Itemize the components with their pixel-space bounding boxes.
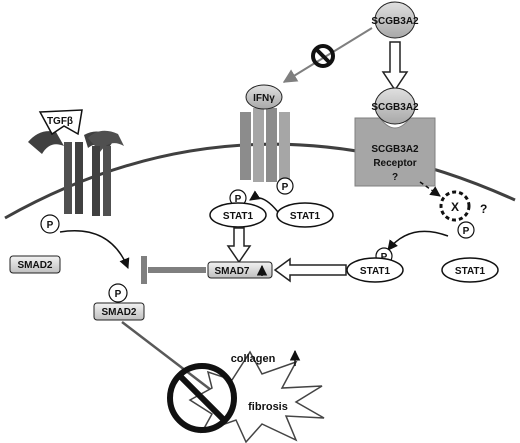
hollow-arrow-ligand-binding: [381, 41, 409, 92]
phospho-label: P: [47, 220, 54, 231]
hollow-arrow-to-smad7: [226, 227, 252, 264]
fibrosis-label: fibrosis: [248, 401, 288, 413]
phospho-label: P: [115, 289, 122, 300]
receptor-label-line1: SCGB3A2: [371, 144, 419, 155]
arrow-scgb3a2-to-ifn: [282, 27, 373, 83]
smad7-label: SMAD7: [214, 266, 249, 277]
unknown-x-label: X: [451, 200, 459, 214]
stat1-right-free: STAT1: [441, 257, 499, 283]
smad2-cyto-box: SMAD2: [93, 302, 145, 321]
stat1-right-bound-label: STAT1: [360, 266, 391, 277]
phospho-label: P: [235, 194, 242, 205]
unknown-mediator: X: [439, 190, 471, 222]
phospho-label: P: [381, 252, 388, 263]
no-entry-sign-fibrosis: [167, 363, 237, 433]
receptor-question-mark: ?: [392, 172, 398, 183]
scgb3a2-top-label: SCGB3A2: [371, 16, 419, 27]
tgf-beta-label: TGFβ: [47, 116, 73, 127]
smad2-membrane-box: SMAD2: [9, 255, 61, 274]
arrow-stat1-right-activation: [387, 230, 449, 251]
ifn-gamma-ligand: IFNγ: [245, 84, 283, 110]
stat1-right-free-label: STAT1: [455, 266, 486, 277]
scgb3a2-bound-label: SCGB3A2: [371, 102, 419, 113]
ifn-gamma-receptor: [240, 108, 290, 182]
phospho-smad2-membrane: P: [40, 214, 60, 234]
stat1-left-free-label: STAT1: [290, 211, 321, 222]
scgb3a2-receptor: SCGB3A2 Receptor ?: [354, 117, 436, 187]
phospho-left-top: P: [276, 177, 294, 195]
hollow-arrow-stat1-to-smad7: [273, 257, 347, 283]
tgf-beta-receptor: [28, 130, 124, 216]
inhibition-smad7-smad2: [141, 256, 206, 284]
stat1-left-bound: STAT1: [209, 202, 267, 228]
stat1-left-free: STAT1: [276, 202, 334, 228]
arrow-smad2-translocation: [59, 230, 130, 269]
phospho-label: P: [282, 182, 289, 193]
scgb3a2-ligand: SCGB3A2: [371, 1, 419, 39]
smad7-box: SMAD7: [207, 261, 273, 279]
unknown-question-label: ?: [480, 202, 487, 216]
collagen-label: collagen: [231, 353, 276, 365]
stat1-right-bound: STAT1: [346, 257, 404, 283]
arrow-stat1-left-activation: [249, 190, 279, 213]
phospho-label: P: [463, 226, 470, 237]
smad2-membrane-label: SMAD2: [17, 260, 52, 271]
scgb3a2-bound-ligand: SCGB3A2: [371, 87, 419, 125]
receptor-label-line2: Receptor: [373, 158, 416, 169]
phospho-smad2-cyto: P: [108, 283, 128, 303]
tgf-beta-ligand: TGFβ: [38, 109, 83, 136]
stat1-left-bound-label: STAT1: [223, 211, 254, 222]
smad2-cyto-label: SMAD2: [101, 307, 136, 318]
ifn-gamma-label: IFNγ: [253, 93, 275, 104]
no-entry-sign-top: [311, 44, 335, 68]
phospho-right-top: P: [457, 221, 475, 239]
